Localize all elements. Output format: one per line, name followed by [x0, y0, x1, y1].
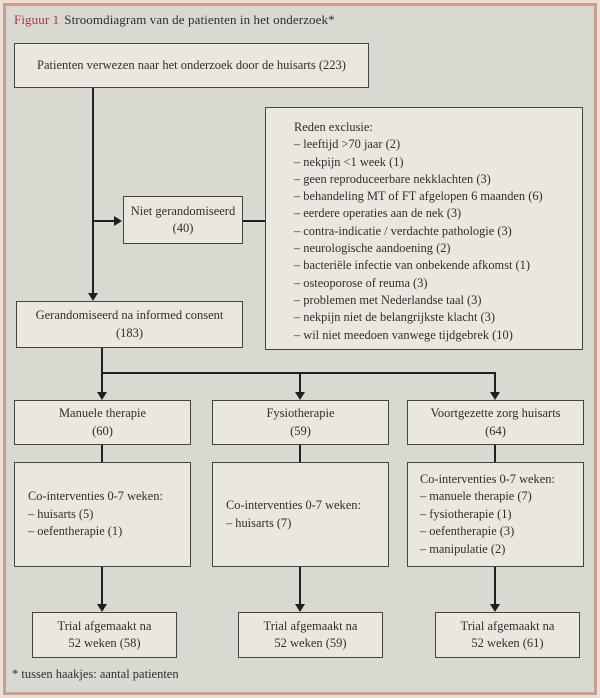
- arrowhead-into-trial-3: [490, 604, 500, 612]
- arrowhead-into-group-1: [97, 392, 107, 400]
- group-2-label: Fysiotherapie: [266, 406, 335, 420]
- cointervention-item: – oefentherapie (1): [28, 524, 123, 539]
- box-randomised-count: (183): [115, 325, 144, 340]
- exclusion-item: – nekpijn niet de belangrijkste klacht (…: [294, 310, 495, 325]
- cointervention-item: – manuele therapie (7): [420, 489, 532, 504]
- exclusion-item: – wil niet meedoen vanwege tijdgebrek (1…: [294, 327, 513, 342]
- connector-coint2-to-trial2: [299, 567, 301, 605]
- exclusion-item: – eerdere operaties aan de nek (3): [294, 206, 462, 221]
- box-not-randomised-line1: Niet gerandomiseerd: [130, 203, 236, 218]
- arrowhead-into-randomised: [88, 293, 98, 301]
- exclusion-item: – leeftijd >70 jaar (2): [294, 137, 401, 152]
- box-cointerventions-2: Co-interventies 0-7 weken: – huisarts (7…: [212, 462, 389, 567]
- connector-distribution: [101, 372, 496, 374]
- arrowhead-into-trial-2: [295, 604, 305, 612]
- connector-randomised-down: [101, 348, 103, 373]
- cointervention-item: – fysiotherapie (1): [420, 506, 512, 521]
- cointervention-item: – huisarts (5): [28, 506, 94, 521]
- exclusion-item: – osteoporose of reuma (3): [294, 275, 428, 290]
- exclusion-item: – nekpijn <1 week (1): [294, 154, 404, 169]
- box-trial-completed-2: Trial afgemaakt na 52 weken (59): [238, 612, 383, 658]
- group-3-count: (64): [485, 423, 506, 438]
- exclusion-title: Reden exclusie:: [294, 120, 373, 134]
- arrowhead-into-trial-1: [97, 604, 107, 612]
- connector-to-group-3: [494, 372, 496, 393]
- connector-not-randomised-to-exclusion: [243, 220, 265, 222]
- trial-1-line1: Trial afgemaakt na: [57, 618, 152, 633]
- cointerventions-1-title: Co-interventies 0-7 weken:: [28, 489, 163, 504]
- figure-title: Figuur 1 Stroomdiagram van de patienten i…: [14, 12, 335, 28]
- group-2-count: (59): [290, 423, 311, 438]
- box-cointerventions-3: Co-interventies 0-7 weken: – manuele the…: [407, 462, 584, 567]
- box-group-manual-therapy: Manuele therapie (60): [14, 400, 191, 445]
- figure-number: Figuur 1: [14, 12, 60, 27]
- arrowhead-into-not-randomised: [114, 216, 122, 226]
- connector-to-group-1: [101, 372, 103, 393]
- group-1-count: (60): [92, 423, 113, 438]
- exclusion-item: – bacteriële infectie van onbekende afko…: [294, 258, 531, 273]
- cointervention-item: – oefentherapie (3): [420, 524, 515, 539]
- arrowhead-into-group-2: [295, 392, 305, 400]
- connector-to-group-2: [299, 372, 301, 393]
- figure-footnote: * tussen haakjes: aantal patienten: [12, 667, 179, 681]
- connector-group3-to-coint3: [494, 445, 496, 462]
- cointerventions-2-title: Co-interventies 0-7 weken:: [226, 498, 361, 512]
- connector-group1-to-coint1: [101, 445, 103, 462]
- exclusion-item: – problemen met Nederlandse taal (3): [294, 292, 482, 307]
- connector-coint3-to-trial3: [494, 567, 496, 605]
- box-trial-completed-3: Trial afgemaakt na 52 weken (61): [435, 612, 580, 658]
- box-not-randomised-count: (40): [172, 221, 194, 235]
- figure-title-text: Stroomdiagram van de patienten in het on…: [64, 12, 335, 27]
- box-group-gp-care: Voortgezette zorg huisarts (64): [407, 400, 584, 445]
- trial-3-line1: Trial afgemaakt na: [460, 618, 555, 633]
- group-1-label: Manuele therapie: [58, 406, 147, 420]
- box-patients-referred-text: Patienten verwezen naar het onderzoek do…: [37, 57, 346, 72]
- trial-3-line2: 52 weken (61): [471, 636, 544, 650]
- trial-1-line2: 52 weken (58): [68, 636, 141, 650]
- box-exclusion-reasons: Reden exclusie: – leeftijd >70 jaar (2) …: [265, 107, 583, 350]
- cointervention-item: – huisarts (7): [226, 515, 292, 530]
- exclusion-item: – behandeling MT of FT afgelopen 6 maand…: [294, 189, 543, 204]
- box-not-randomised: Niet gerandomiseerd (40): [123, 196, 243, 244]
- connector-coint1-to-trial1: [101, 567, 103, 605]
- cointervention-item: – manipulatie (2): [420, 541, 506, 556]
- exclusion-item: – contra-indicatie / verdachte pathologi…: [294, 223, 512, 238]
- exclusion-item: – neurologische aandoening (2): [294, 241, 451, 256]
- box-patients-referred: Patienten verwezen naar het onderzoek do…: [14, 43, 369, 88]
- trial-2-line2: 52 weken (59): [274, 636, 347, 650]
- trial-2-line1: Trial afgemaakt na: [263, 618, 358, 633]
- connector-group2-to-coint2: [299, 445, 301, 462]
- box-group-physiotherapy: Fysiotherapie (59): [212, 400, 389, 445]
- arrowhead-into-group-3: [490, 392, 500, 400]
- box-trial-completed-1: Trial afgemaakt na 52 weken (58): [32, 612, 177, 658]
- group-3-label: Voortgezette zorg huisarts: [430, 406, 561, 420]
- connector-referred-to-randomised: [92, 88, 94, 294]
- cointerventions-3-title: Co-interventies 0-7 weken:: [420, 471, 555, 486]
- box-randomised-line1: Gerandomiseerd na informed consent: [35, 308, 224, 322]
- exclusion-item: – geen reproduceerbare nekklachten (3): [294, 171, 491, 186]
- box-cointerventions-1: Co-interventies 0-7 weken: – huisarts (5…: [14, 462, 191, 567]
- box-randomised: Gerandomiseerd na informed consent (183): [16, 301, 243, 348]
- connector-branch-not-randomised: [93, 220, 115, 222]
